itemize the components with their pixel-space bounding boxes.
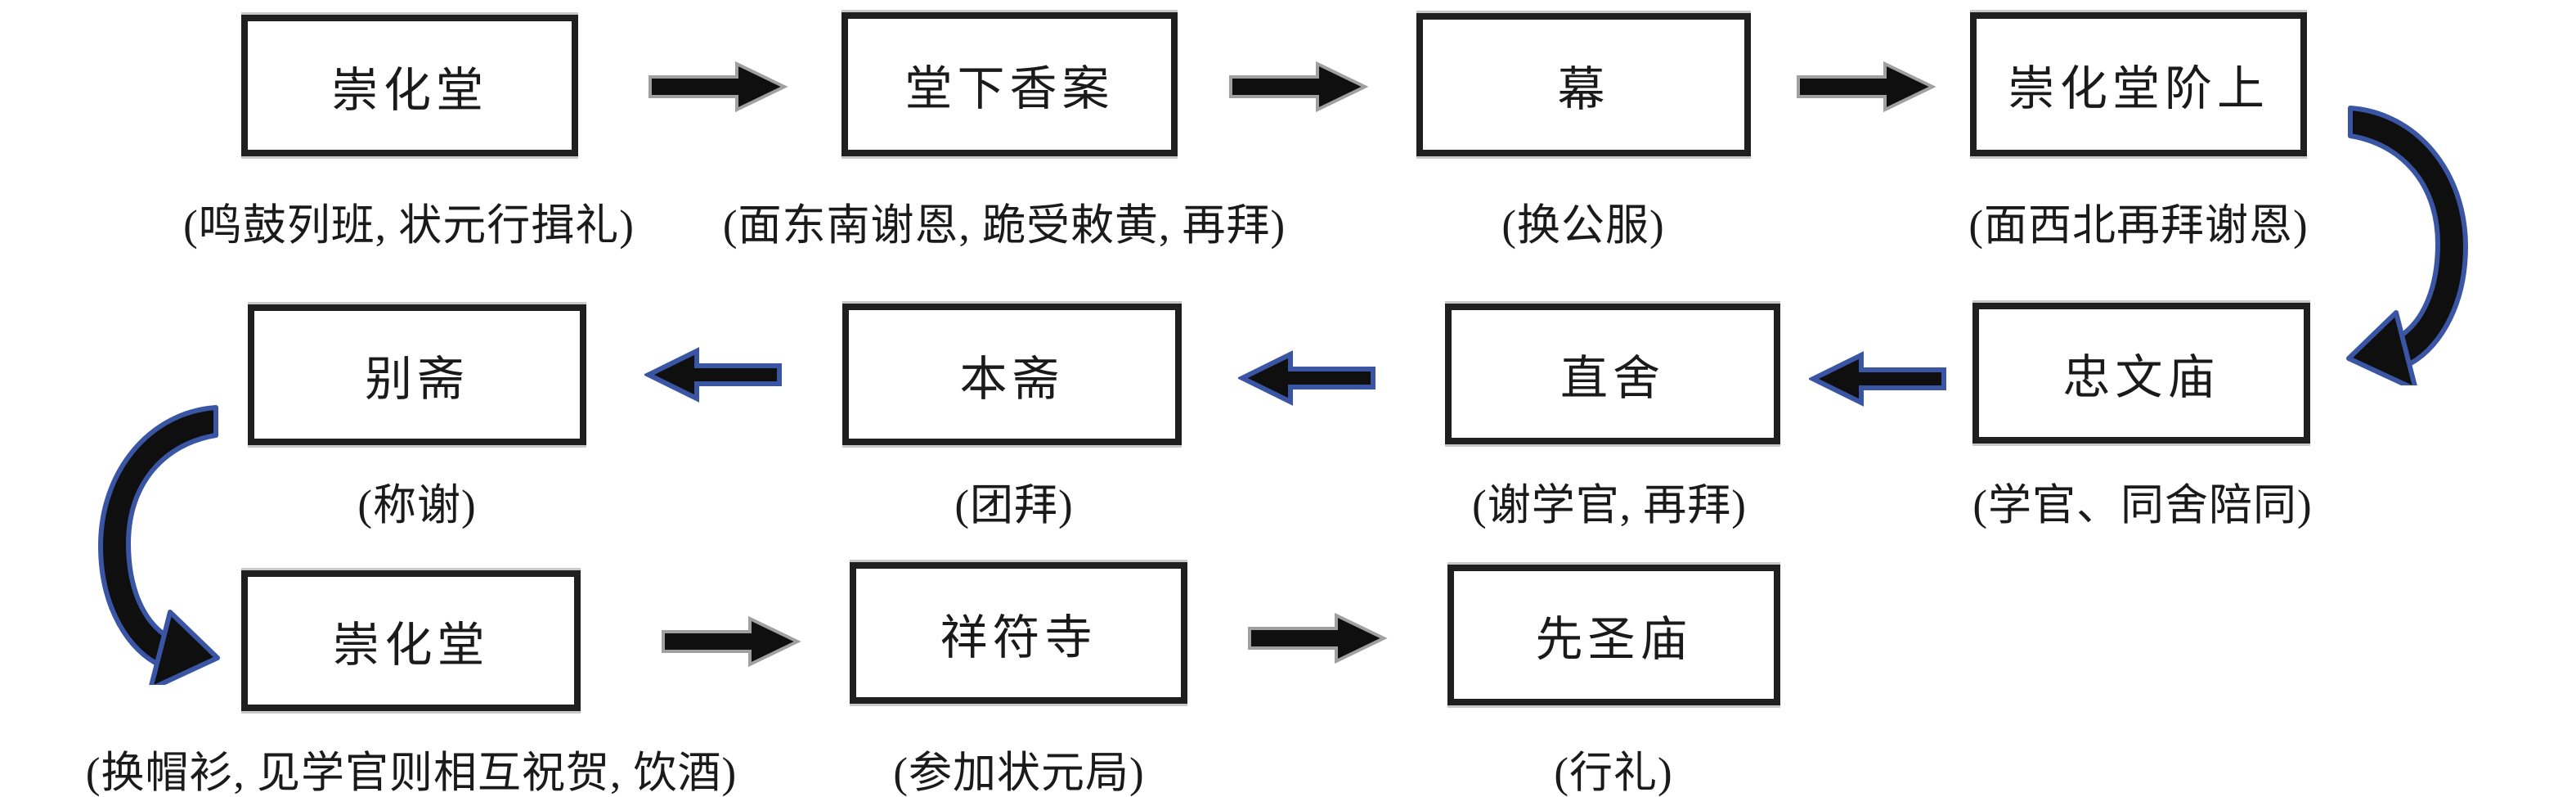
arrow-right-icon <box>1796 61 1936 113</box>
caption-zhongwenmiao: (学官、同舍陪同) <box>1972 482 2313 529</box>
node-xianshengmiao: 先圣庙 <box>1447 565 1780 705</box>
node-label: 别斋 <box>364 353 469 406</box>
caption-chonghuatang-jieshang: (面西北再拜谢恩) <box>1968 202 2309 250</box>
arrow-right-icon <box>648 61 788 113</box>
node-label: 幕 <box>1557 62 1610 116</box>
arrow-right-icon <box>1247 612 1388 664</box>
caption-zhishe: (谢学官, 再拜) <box>1472 482 1747 529</box>
node-zhongwenmiao: 忠文庙 <box>1972 303 2310 444</box>
node-label: 祥符寺 <box>940 610 1097 664</box>
node-xiangfusi: 祥符寺 <box>850 562 1187 704</box>
node-biezhai: 别斋 <box>248 304 586 445</box>
caption-mu: (换公服) <box>1501 202 1665 250</box>
caption-chonghuatang-row3: (换帽衫, 见学官则相互祝贺, 饮酒) <box>85 750 738 797</box>
node-benzhai: 本斋 <box>842 304 1182 445</box>
node-label: 崇化堂阶上 <box>2007 62 2269 115</box>
node-chonghuatang-jieshang: 崇化堂阶上 <box>1970 12 2307 156</box>
caption-biezhai: (称谢) <box>357 482 477 529</box>
arrow-left-icon <box>644 346 782 403</box>
caption-xianshengmiao: (行礼) <box>1554 750 1673 797</box>
curved-arrow-left-icon <box>2345 103 2470 385</box>
arrow-right-icon <box>661 615 801 668</box>
node-label: 本斋 <box>959 352 1065 406</box>
node-zhishe: 直舍 <box>1445 304 1780 444</box>
node-label: 直舍 <box>1560 352 1665 405</box>
node-label: 崇化堂 <box>330 63 488 117</box>
node-mu: 幕 <box>1416 13 1751 156</box>
node-label: 忠文庙 <box>2062 351 2220 404</box>
curved-arrow-right-icon <box>96 403 221 685</box>
arrow-right-icon <box>1228 61 1369 113</box>
node-chonghuatang-row1: 崇化堂 <box>241 15 578 156</box>
caption-xiangfusi: (参加状元局) <box>893 750 1145 797</box>
node-label: 先圣庙 <box>1535 613 1693 666</box>
node-label: 崇化堂 <box>332 619 490 672</box>
arrow-left-icon <box>1809 350 1946 408</box>
caption-benzhai: (团拜) <box>954 482 1074 529</box>
caption-chonghuatang-row1: (鸣鼓列班, 状元行揖礼) <box>183 202 635 250</box>
node-chonghuatang-row3: 崇化堂 <box>241 570 581 711</box>
node-label: 堂下香案 <box>904 62 1115 115</box>
caption-tangxia-xiangan: (面东南谢恩, 跪受敕黄, 再拜) <box>722 202 1286 250</box>
arrow-left-icon <box>1238 349 1376 407</box>
node-tangxia-xiangan: 堂下香案 <box>841 12 1178 156</box>
